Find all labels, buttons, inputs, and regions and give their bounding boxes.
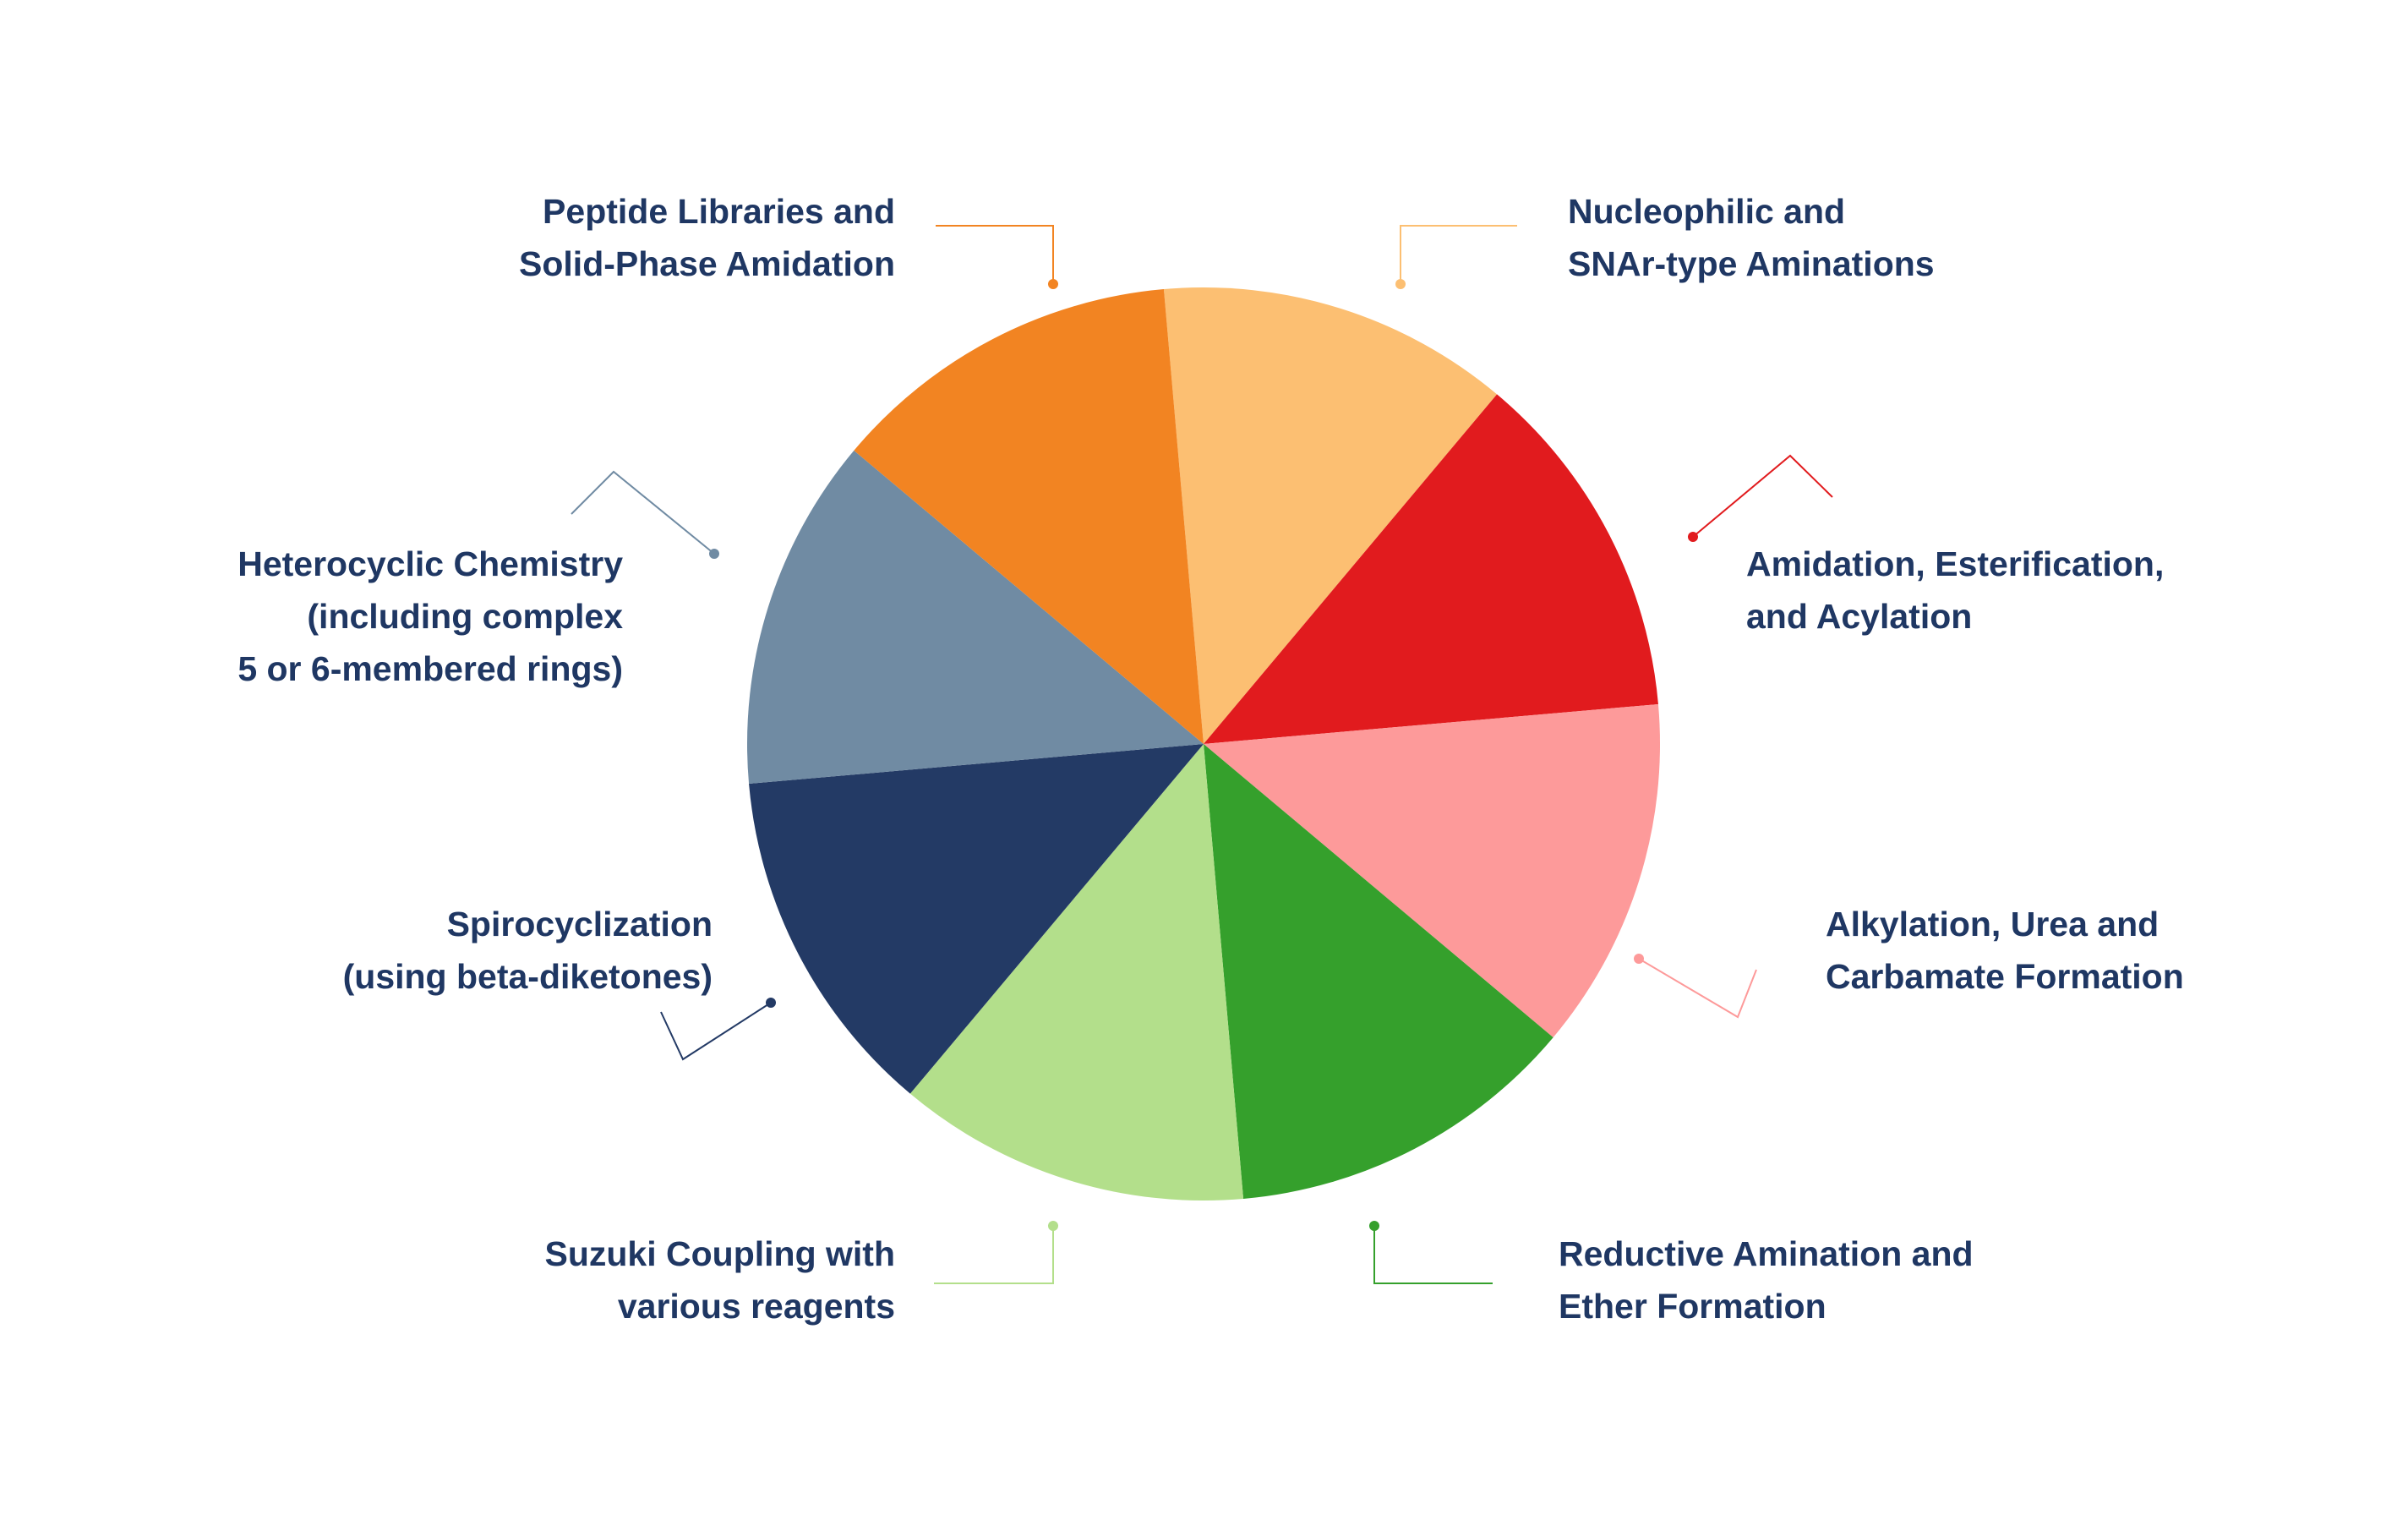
slice-label-line: (using beta-diketones) (343, 957, 713, 996)
pie-slice-2 (1204, 394, 1658, 744)
leader-line-4 (1373, 1226, 1493, 1284)
slice-label-6: Spirocyclization (using beta-diketones) (343, 905, 713, 996)
slice-label-line: Carbamate Formation (1826, 957, 2184, 996)
slice-label-line: Nucleophilic and (1568, 192, 1845, 231)
pie-slice-7 (746, 450, 1204, 785)
slice-label-line: Ether Formation (1559, 1287, 1826, 1326)
slice-label-line: Reductive Amination and (1559, 1234, 1974, 1273)
leader-dot-3 (1634, 954, 1644, 964)
leader-dot-7 (709, 549, 719, 559)
leader-dot-5 (1048, 1221, 1058, 1231)
leader-line-7 (571, 470, 715, 555)
leader-line-8 (936, 225, 1054, 284)
leader-line-6 (660, 1002, 772, 1061)
leader-dot-6 (766, 998, 776, 1008)
slice-label-7: Heterocyclic Chemistry (including complex… (238, 544, 623, 688)
leader-line-5 (934, 1226, 1054, 1284)
slice-label-line: Spirocyclization (447, 905, 713, 943)
leader-line-2 (1692, 454, 1833, 538)
slice-label-line: Suzuki Coupling with (544, 1234, 895, 1273)
slice-label-line: Solid-Phase Amidation (519, 244, 895, 283)
slice-label-5: Suzuki Coupling with various reagents (544, 1234, 895, 1326)
slice-label-line: 5 or 6-membered rings) (238, 649, 623, 688)
leader-dot-1 (1395, 279, 1406, 289)
pie-slice-4 (1204, 744, 1553, 1199)
leader-dot-8 (1048, 279, 1058, 289)
leader-lines (571, 225, 1833, 1284)
leader-line-3 (1638, 958, 1757, 1019)
slice-label-line: and Acylation (1746, 597, 1972, 636)
pie-slice-5 (909, 744, 1244, 1201)
slice-label-line: SNAr-type Aminations (1568, 244, 1935, 283)
pie-slice-6 (749, 744, 1204, 1094)
leader-dot-4 (1369, 1221, 1379, 1231)
pie-slice-1 (1163, 287, 1498, 745)
slice-label-line: (including complex (307, 597, 623, 636)
leader-dot-2 (1688, 532, 1698, 542)
slice-label-2: Amidation, Esterification, and Acylation (1746, 544, 2164, 636)
pie-slice-8 (854, 289, 1204, 744)
slice-label-line: Alkylation, Urea and (1826, 905, 2159, 943)
slice-label-line: various reagents (618, 1287, 895, 1326)
pie-slices (746, 287, 1661, 1201)
slice-label-line: Heterocyclic Chemistry (238, 544, 623, 583)
pie-slice-3 (1204, 703, 1661, 1038)
slice-label-line: Peptide Libraries and (543, 192, 895, 231)
leader-line-1 (1400, 225, 1517, 284)
slice-label-line: Amidation, Esterification, (1746, 544, 2164, 583)
